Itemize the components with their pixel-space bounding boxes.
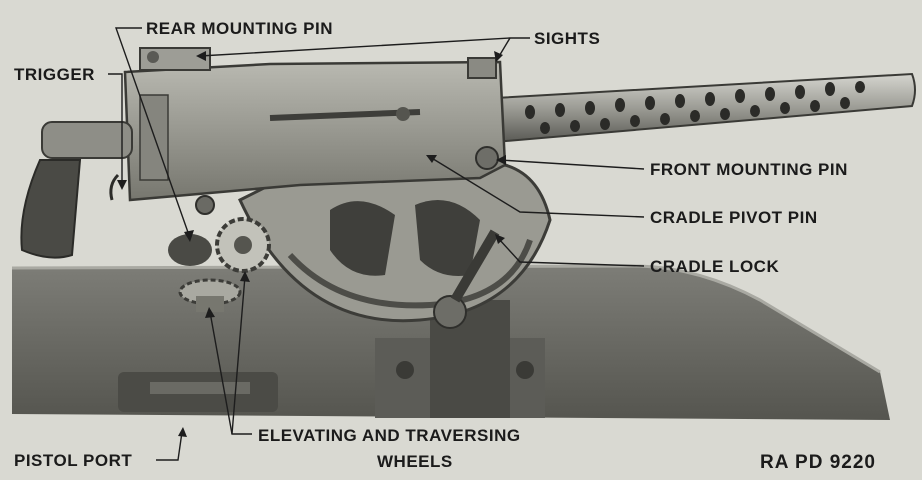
leader-lines — [108, 27, 645, 461]
trigger — [109, 173, 120, 201]
front-sight — [467, 57, 497, 79]
label-elevating-traversing-line1: ELEVATING AND TRAVERSING — [258, 426, 521, 445]
label-cradle-pivot-pin: CRADLE PIVOT PIN — [650, 208, 818, 227]
label-sights: SIGHTS — [534, 29, 601, 48]
label-elevating-traversing-line2: WHEELS — [377, 452, 453, 471]
rear-mounting-pin — [147, 51, 159, 63]
cradle — [238, 141, 552, 329]
figure-id: RA PD 9220 — [760, 452, 876, 473]
label-cradle-lock: CRADLE LOCK — [650, 257, 780, 276]
label-trigger: TRIGGER — [14, 65, 95, 84]
front-mounting-pin — [475, 146, 499, 170]
mount-pedestal — [375, 300, 545, 418]
elevating-traversing-wheels — [168, 217, 271, 312]
grip-assembly — [20, 121, 133, 259]
receiver — [123, 47, 507, 215]
barrel-jacket — [494, 72, 916, 144]
label-pistol-port: PISTOL PORT — [14, 451, 133, 470]
label-front-mounting-pin: FRONT MOUNTING PIN — [650, 160, 848, 179]
label-rear-mounting-pin: REAR MOUNTING PIN — [146, 19, 333, 38]
